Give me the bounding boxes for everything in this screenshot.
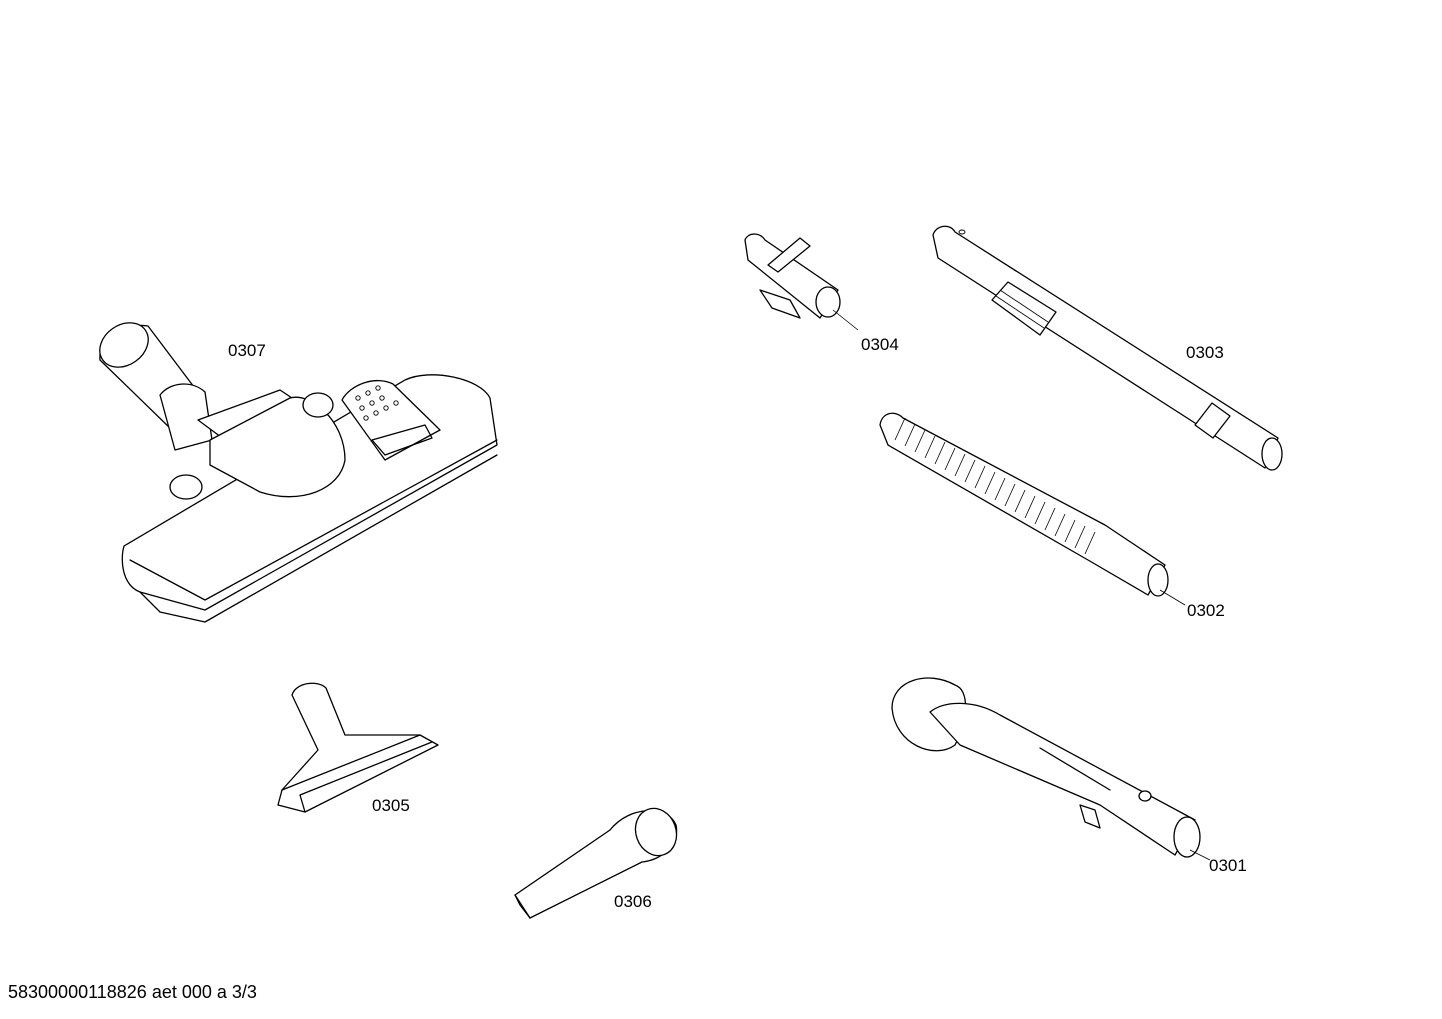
part-label-0303: 0303 (1186, 343, 1224, 362)
part-label-0304: 0304 (861, 335, 899, 354)
upholstery-nozzle-0305 (277, 682, 439, 813)
tube-clip-0304 (744, 233, 841, 319)
telescopic-tube-0303 (932, 225, 1283, 471)
part-label-0306: 0306 (614, 892, 652, 911)
floor-nozzle-0307 (99, 322, 498, 623)
handle-0301 (891, 677, 1201, 858)
part-label-0305: 0305 (372, 796, 410, 815)
crevice-nozzle-0306 (514, 807, 678, 919)
drawing-reference-number: 58300000118826 aet 000 a 3/3 (8, 982, 257, 1002)
part-label-0301: 0301 (1209, 856, 1247, 875)
part-label-0302: 0302 (1187, 601, 1225, 620)
flexible-hose-0302 (879, 412, 1169, 597)
leader-lines (832, 309, 1211, 861)
part-label-0307: 0307 (228, 341, 266, 360)
